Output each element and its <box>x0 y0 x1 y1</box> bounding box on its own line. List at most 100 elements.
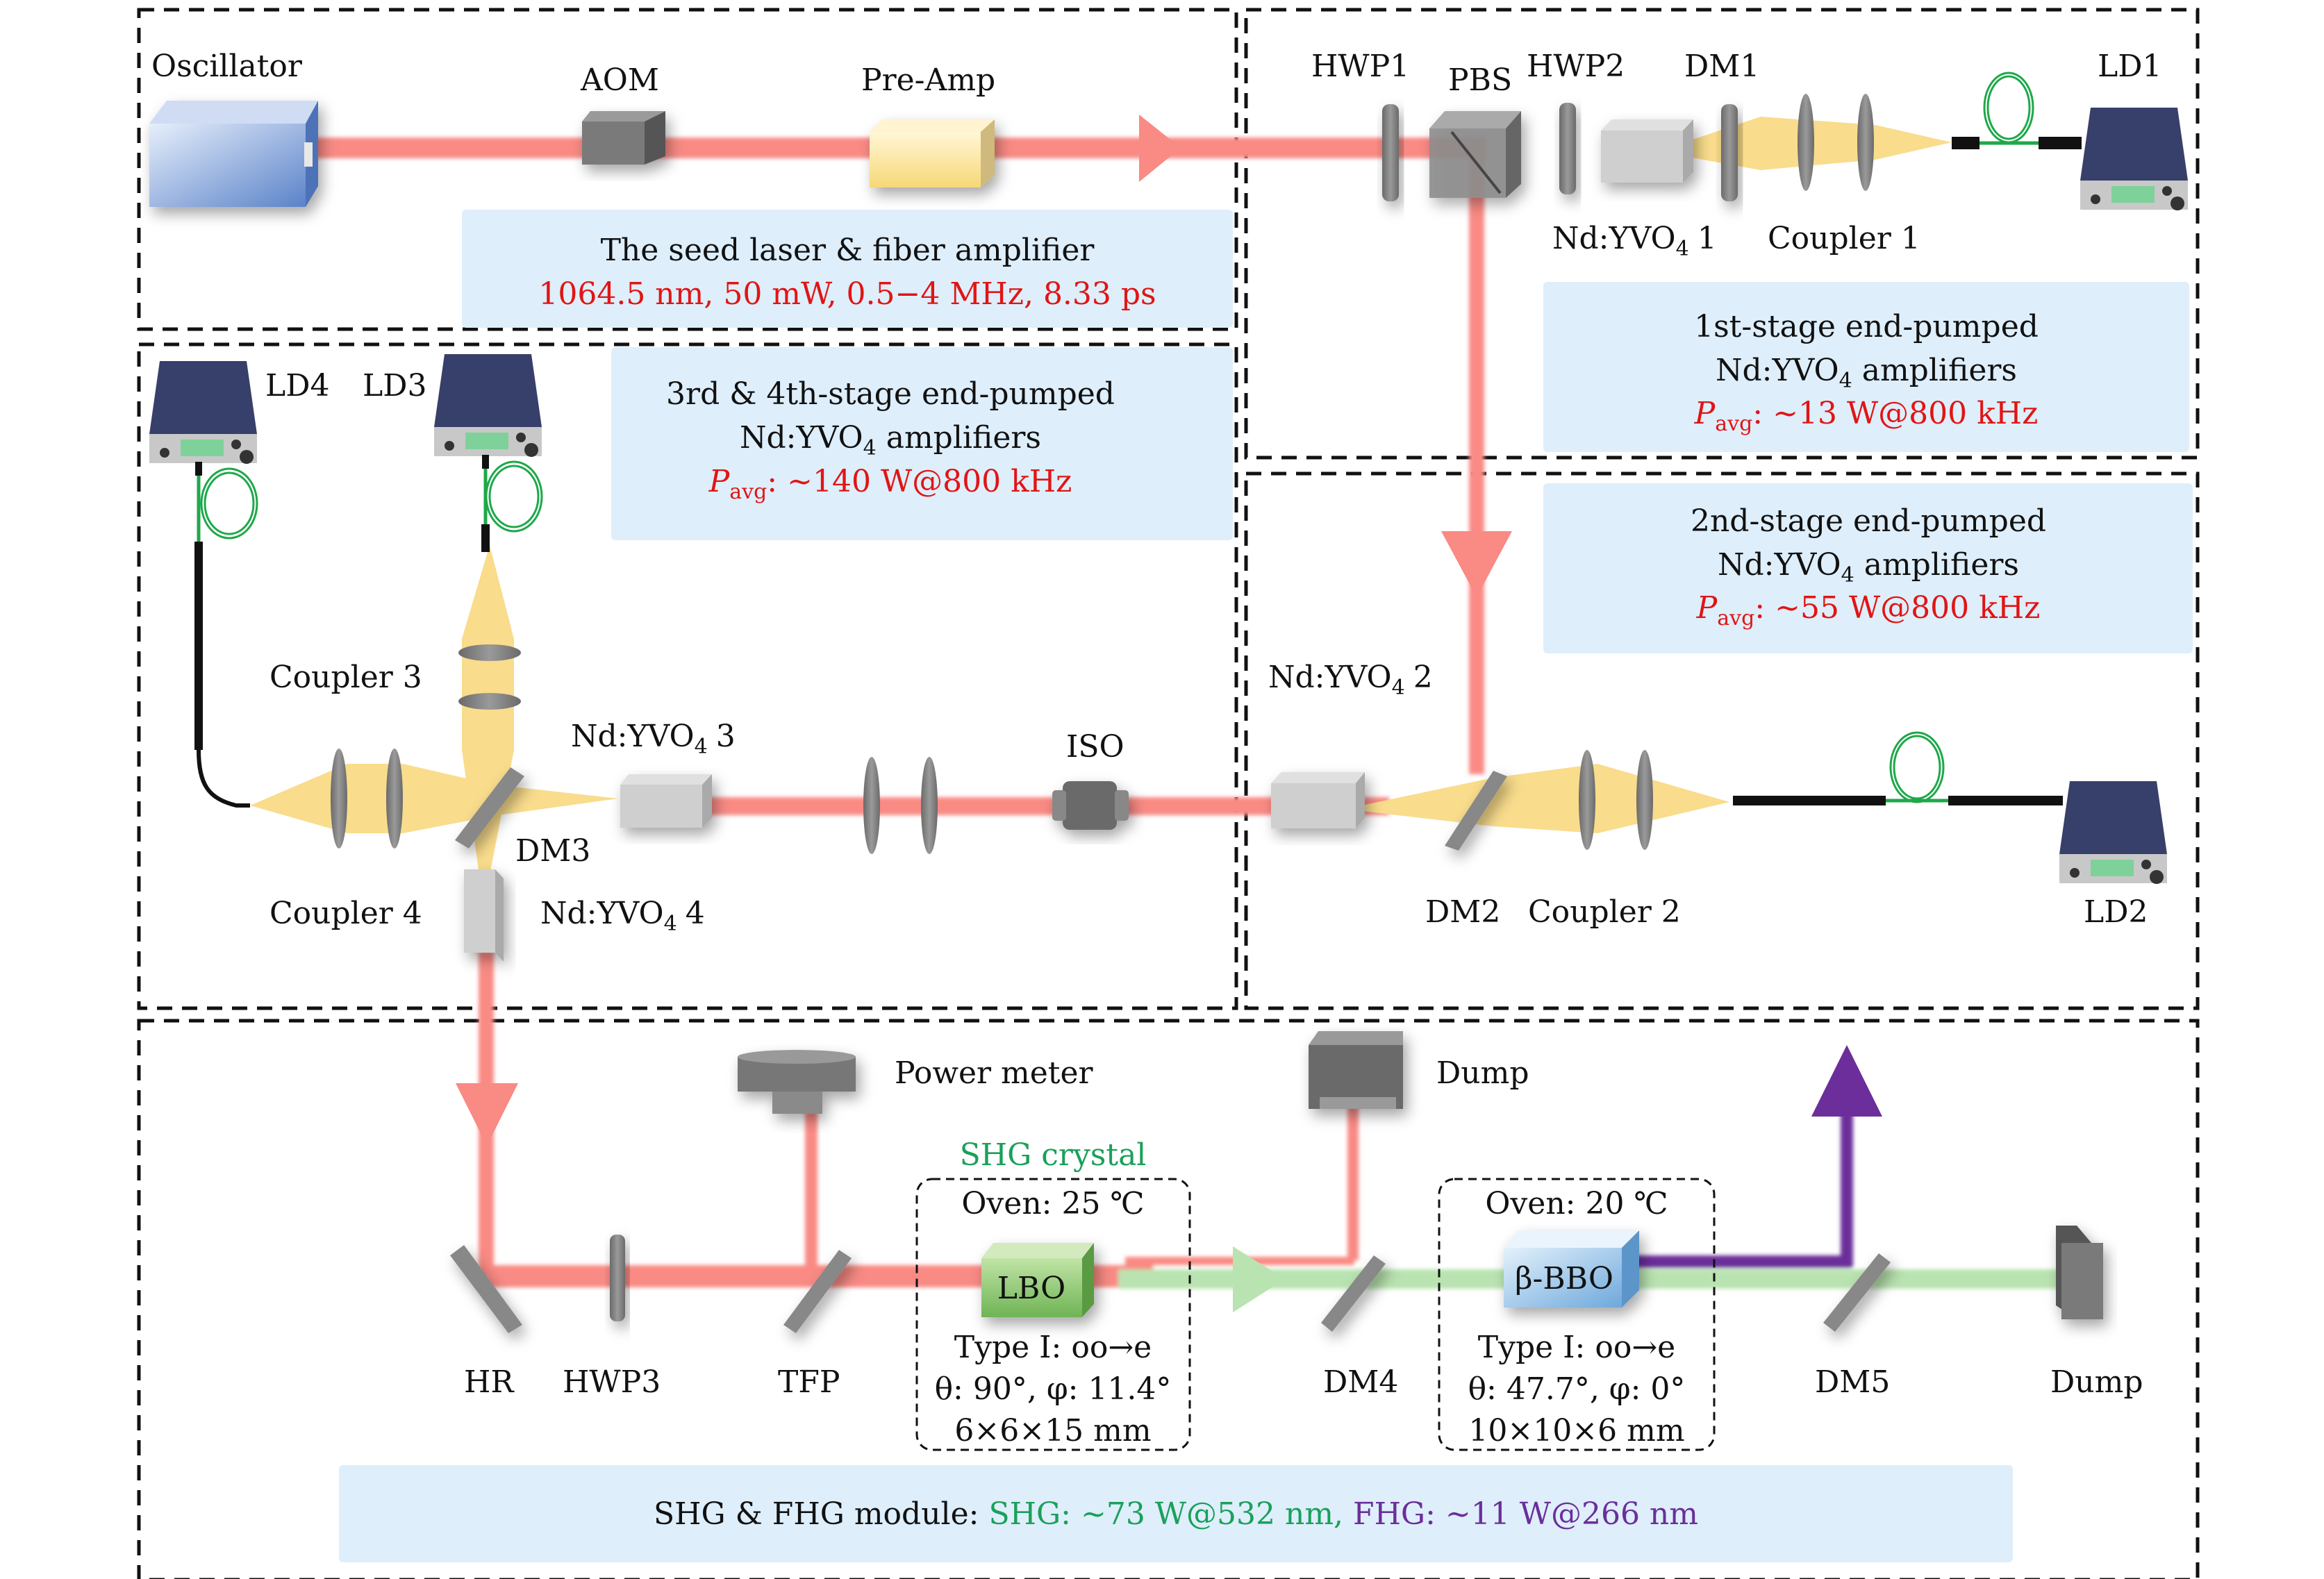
tfp-label: TFP <box>778 1364 840 1400</box>
dm4-label: DM4 <box>1323 1364 1398 1400</box>
seed-info-title: The seed laser & fiber amplifier <box>601 233 1095 268</box>
bbo-label: β-BBO <box>1515 1261 1613 1296</box>
stage34-info-title: 3rd & 4th-stage end-pumped <box>666 376 1115 412</box>
pump-cone-stage4 <box>250 764 618 833</box>
lbo-angles: θ: 90°, φ: 11.4° <box>935 1371 1172 1407</box>
shg-arrow-right <box>1233 1246 1285 1312</box>
dm3-label: DM3 <box>515 833 590 869</box>
aom-label: AOM <box>580 62 659 98</box>
hwp1-icon <box>1382 104 1399 201</box>
dump1-icon <box>1309 1031 1403 1109</box>
pre-amp-label: Pre-Amp <box>861 62 995 98</box>
ir-arrow-right <box>1139 115 1181 182</box>
pbs-icon <box>1429 111 1521 198</box>
stage2-info-box <box>1543 483 2193 653</box>
harmonic-module-border <box>137 1019 2200 1579</box>
pre-amp-icon <box>870 119 995 187</box>
stage2-module-border <box>1244 471 2200 1010</box>
tfp-icon <box>783 1250 852 1333</box>
lbo-type: Type I: oo→e <box>954 1330 1152 1365</box>
stage1-info-power: Pavg: ∼13 W@800 kHz <box>1694 396 2039 436</box>
fhg-arrow-up <box>1811 1045 1882 1117</box>
fhg-beam-vertical <box>1841 1111 1853 1267</box>
seed-module-border <box>137 8 1238 331</box>
nd-yvo4-crystal-1 <box>1601 119 1693 183</box>
dm2-label: DM2 <box>1425 894 1500 930</box>
coupler1-label: Coupler 1 <box>1768 221 1920 256</box>
dump2-label: Dump <box>2050 1364 2143 1400</box>
coupler2-lens-b <box>1636 750 1653 850</box>
ld4-icon <box>149 361 257 464</box>
stage34-info-power: Pavg: ∼140 W@800 kHz <box>708 464 1072 504</box>
pbs-label: PBS <box>1448 62 1512 98</box>
nd-yvo4-crystal-3 <box>620 774 712 828</box>
dm4-icon <box>1321 1255 1386 1332</box>
seed-info-box <box>462 210 1233 328</box>
bbo-size: 10×10×6 mm <box>1468 1413 1684 1448</box>
fiber-stage2 <box>1733 731 2063 805</box>
bbo-crystal-icon <box>1504 1230 1639 1308</box>
hwp3-label: HWP3 <box>563 1364 661 1400</box>
nd-yvo4-crystal-2 <box>1271 772 1365 828</box>
dump1-label: Dump <box>1436 1055 1529 1091</box>
stage1-info-title: 1st-stage end-pumped <box>1694 309 2039 344</box>
stage1-module-border <box>1244 8 2200 460</box>
lbo-oven-label: Oven: 25 ℃ <box>961 1186 1144 1221</box>
stage34-info-line2: Nd:YVO4 amplifiers <box>740 420 1041 460</box>
seed-info-spec: 1064.5 nm, 50 mW, 0.5−4 MHz, 8.33 ps <box>538 276 1156 312</box>
oscillator-label: Oscillator <box>151 49 303 84</box>
ld3-icon <box>434 354 542 457</box>
fhg-beam-horizontal <box>1625 1255 1851 1268</box>
isolator-icon <box>1052 781 1129 830</box>
pump-cone-stage1 <box>1684 117 1952 170</box>
hwp2-label: HWP2 <box>1527 49 1625 84</box>
dm3-icon <box>455 767 524 849</box>
stage2-info-power: Pavg: ∼55 W@800 kHz <box>1696 590 2041 630</box>
dump2-icon <box>2056 1226 2103 1319</box>
power-meter-icon <box>738 1050 856 1114</box>
dm2-icon <box>1445 771 1507 851</box>
bbo-type: Type I: oo→e <box>1478 1330 1675 1365</box>
stage34-module-border <box>137 342 1238 1010</box>
stage3-lens-a <box>863 757 880 854</box>
ir-beam-power-meter <box>805 1111 817 1274</box>
hr-label: HR <box>464 1364 515 1400</box>
stage2-info-line2: Nd:YVO4 amplifiers <box>1718 547 2019 587</box>
hwp3-icon <box>610 1235 625 1321</box>
ld2-icon <box>2059 781 2167 884</box>
lbo-size: 6×6×15 mm <box>954 1413 1151 1448</box>
dm1-label: DM1 <box>1684 49 1759 84</box>
coupler1-lens-b <box>1857 94 1874 191</box>
ld3-label: LD3 <box>363 368 427 403</box>
fiber-stage3 <box>481 455 543 552</box>
dm5-label: DM5 <box>1815 1364 1890 1400</box>
bbo-oven-label: Oven: 20 ℃ <box>1485 1186 1668 1221</box>
stage3-lens-b <box>921 757 938 854</box>
bbo-angles: θ: 47.7°, φ: 0° <box>1468 1371 1686 1407</box>
dm5-icon <box>1823 1253 1891 1332</box>
fiber-stage1 <box>1952 72 2082 149</box>
coupler4-lens-a <box>331 749 347 849</box>
coupler4-label: Coupler 4 <box>269 896 422 931</box>
lbo-oven-box <box>915 1178 1191 1451</box>
power-meter-label: Power meter <box>895 1055 1094 1091</box>
aom-icon <box>582 111 665 165</box>
stage1-info-line2: Nd:YVO4 amplifiers <box>1716 353 2017 393</box>
bbo-oven-box <box>1438 1178 1716 1451</box>
ld1-label: LD1 <box>2098 49 2162 84</box>
hwp1-label: HWP1 <box>1311 49 1409 84</box>
hr-mirror-icon <box>450 1245 522 1333</box>
harmonic-info: SHG & FHG module: SHG: ∼73 W@532 nm, FHG… <box>654 1496 1698 1532</box>
lbo-label: LBO <box>997 1271 1065 1306</box>
coupler2-label: Coupler 2 <box>1528 894 1681 930</box>
stage2-info-title: 2nd-stage end-pumped <box>1691 503 2046 539</box>
ld2-label: LD2 <box>2084 894 2148 930</box>
coupler3-lens-a <box>458 644 521 661</box>
coupler1-lens-a <box>1798 94 1814 191</box>
stage34-info-box <box>611 347 1233 540</box>
iso-label: ISO <box>1066 729 1124 765</box>
